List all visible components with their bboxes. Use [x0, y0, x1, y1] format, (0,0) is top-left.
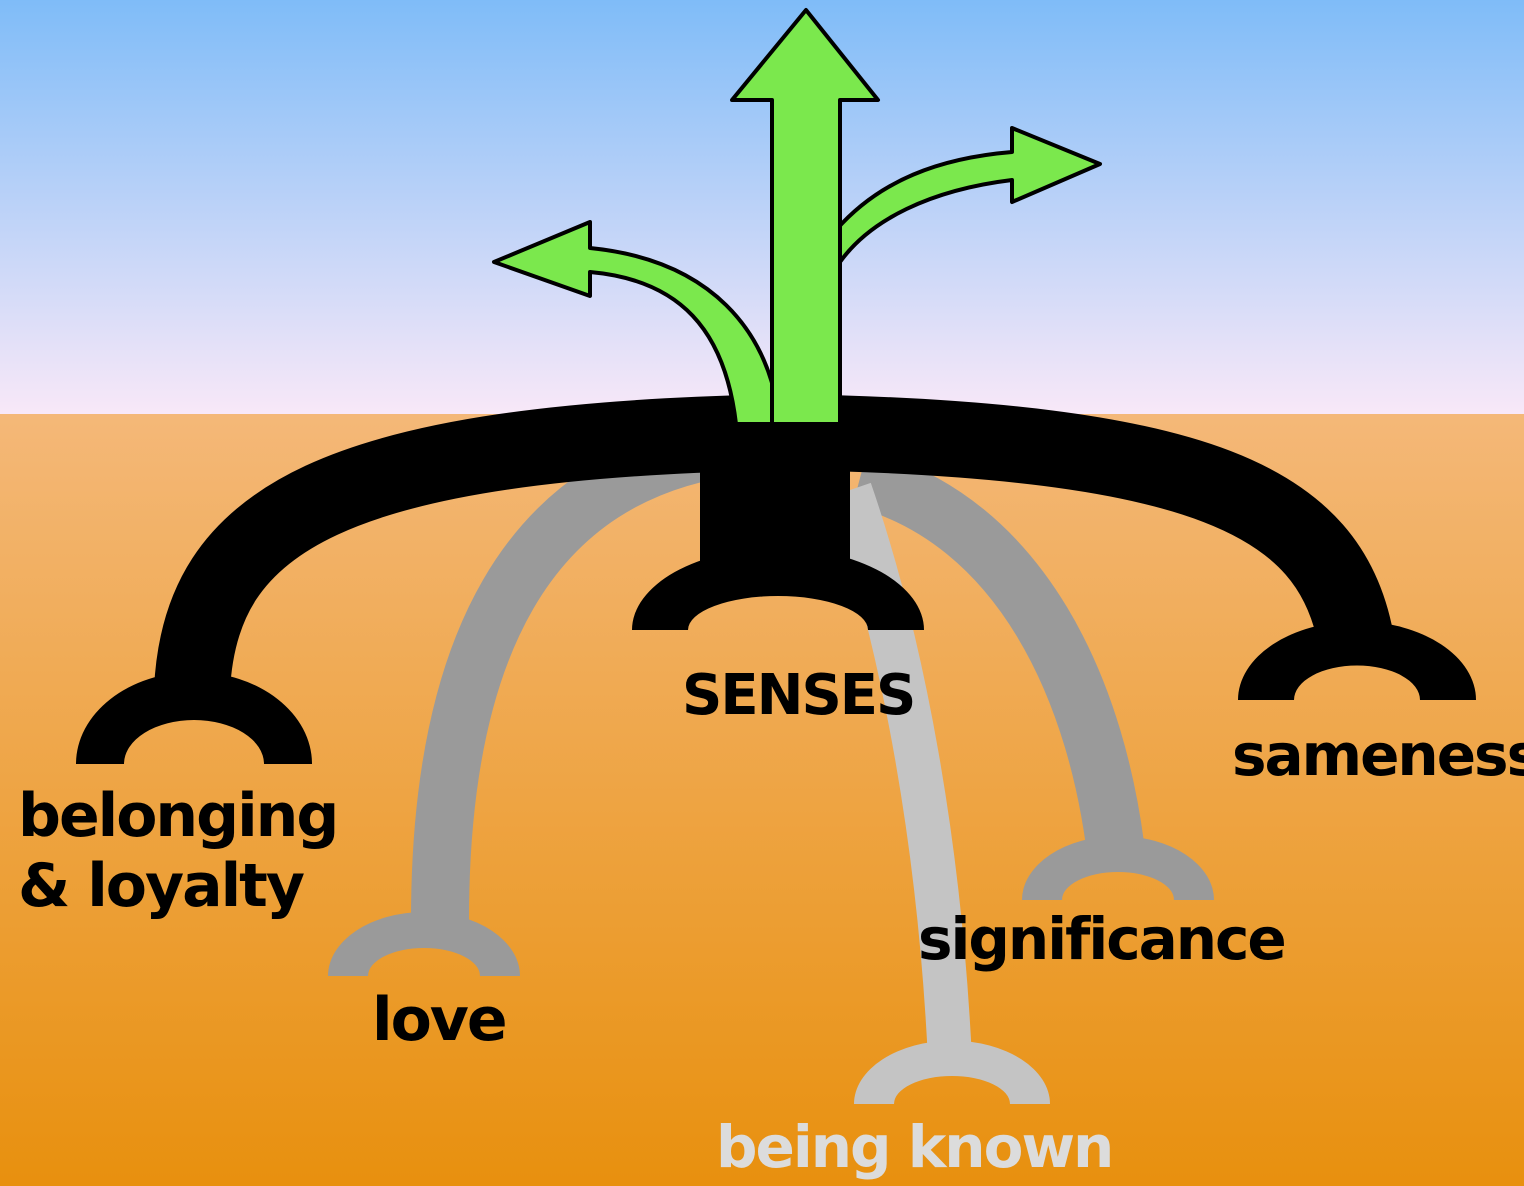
root-significance [852, 449, 1214, 900]
label-being-known: being known [716, 1113, 1114, 1181]
root-senses [632, 424, 924, 630]
label-significance: significance [918, 905, 1287, 973]
root-sameness [789, 394, 1476, 700]
root-being-known [829, 482, 1050, 1104]
label-sameness: sameness [1232, 721, 1524, 789]
root-belonging [76, 394, 791, 764]
label-senses: SENSES [682, 663, 916, 728]
arrow-up [730, 8, 880, 426]
label-belonging-line1: belonging [18, 781, 339, 851]
growth-arrows [492, 8, 1102, 426]
arrow-right [834, 126, 1102, 426]
label-love: love [372, 985, 508, 1055]
arrow-left [492, 220, 782, 426]
label-belonging-line2: & loyalty [18, 851, 305, 921]
